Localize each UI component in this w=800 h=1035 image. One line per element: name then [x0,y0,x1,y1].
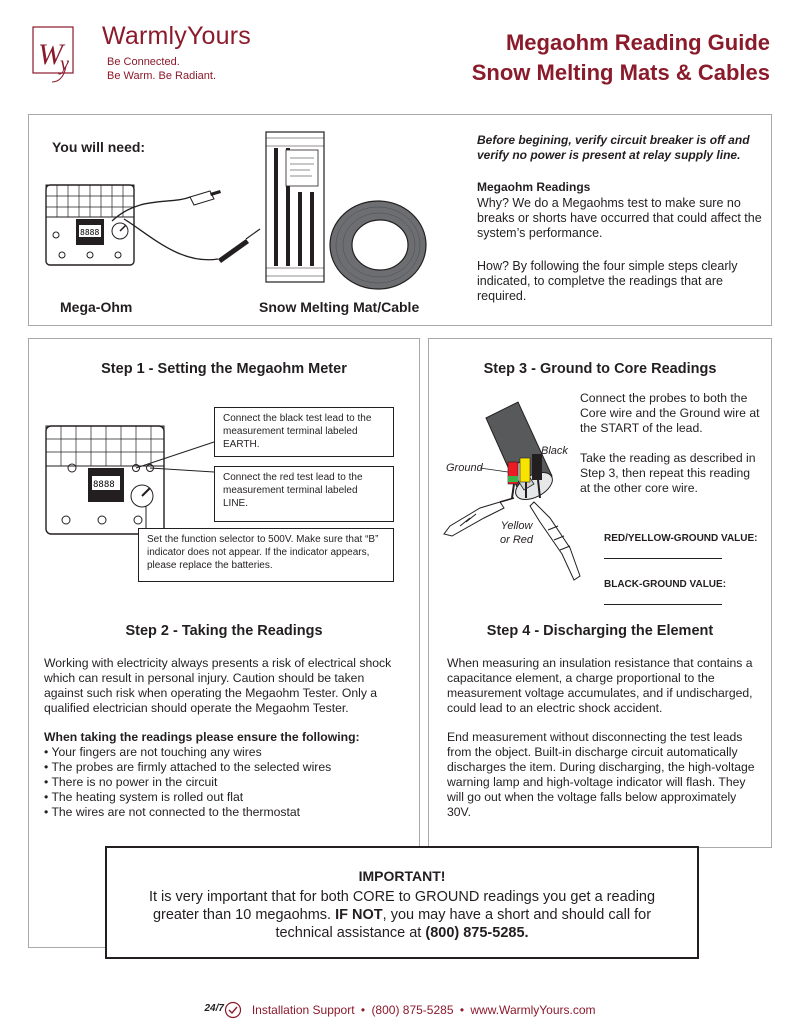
important-heading: IMPORTANT! [358,868,446,884]
step1-callout-red-lead: Connect the red test lead to the measure… [214,466,394,522]
readings-how: How? By following the four simple steps … [477,259,738,303]
brand-name: WarmlyYours [102,22,251,50]
title-line-2: Snow Melting Mats & Cables [471,60,770,85]
label-yellow-line-2: or Red [500,534,534,546]
value-black-ground: BLACK-GROUND VALUE: [604,579,727,590]
support-24-7-icon: 24/7 [204,1001,244,1021]
important-text-bold: IF NOT [335,907,383,923]
step1-callout-black-lead: Connect the black test lead to the measu… [214,407,394,457]
need-warning: Before begining, verify circuit breaker … [477,133,750,162]
list-item: The heating system is rolled out flat [44,790,406,805]
important-text-1: It is very important that for both CORE … [148,889,656,923]
step2-heading: Step 2 - Taking the Readings [125,623,323,639]
label-ground-wire: Ground [446,462,483,474]
svg-text:8888: 8888 [80,228,99,237]
svg-text:y: y [58,53,69,75]
monogram-icon: W y [32,26,74,83]
need-item-megaohm: Mega-Ohm [60,299,133,315]
footer-website-link[interactable]: www.WarmlyYours.com [470,1003,596,1018]
clock-icon [225,1001,242,1019]
tagline-2: Be Warm. Be Radiant. [107,70,217,82]
step4-heading: Step 4 - Discharging the Element [486,623,714,639]
list-item: Your fingers are not touching any wires [44,745,406,760]
footer: 24/7 Installation Support • (800) 875-52… [0,1001,800,1021]
snow-melting-mat-illustration [265,131,325,283]
cable-core-illustration [443,401,581,581]
list-item: The probes are firmly attached to the se… [44,760,406,775]
list-item: The wires are not connected to the therm… [44,805,406,820]
value-black-ground-blank[interactable] [604,604,722,605]
step1-meter-illustration: 8888 [45,425,215,535]
svg-text:W: W [38,38,66,71]
label-yellow-wire: Yellow or Red [500,519,533,547]
list-item: There is no power in the circuit [44,775,406,790]
support-badge-text: 24/7 [204,1003,224,1014]
step1-heading: Step 1 - Setting the Megaohm Meter [101,361,347,377]
important-notice: IMPORTANT! It is very important that for… [105,846,699,959]
megaohm-meter-illustration: 8888 [45,184,261,266]
cable-coil-illustration [329,200,427,290]
label-black-wire: Black [541,445,568,457]
title-line-1: Megaohm Reading Guide [505,30,770,55]
footer-separator: • [459,1003,465,1018]
important-text: It is very important that for both CORE … [137,888,667,942]
label-yellow-line-1: Yellow [500,520,533,532]
tagline-1: Be Connected. [107,56,180,68]
readings-heading: Megaohm Readings [477,180,591,194]
page-title: Megaohm Reading Guide Snow Melting Mats … [350,28,770,88]
readings-why: Why? We do a Megaohms test to make sure … [477,196,762,240]
step3-paragraph-2: Take the reading as described in Step 3,… [580,451,756,495]
step4-paragraph-1: When measuring an insulation resistance … [447,656,753,715]
step2-paragraph: Working with electricity always presents… [44,656,392,715]
need-item-mat: Snow Melting Mat/Cable [259,299,420,315]
step4-paragraph-2: End measurement without disconnecting th… [447,730,755,819]
footer-support-text: Installation Support [251,1003,355,1018]
step3-paragraph-1: Connect the probes to both the Core wire… [580,391,760,435]
brand-logo: W y WarmlyYours Be Connected. Be Warm. B… [30,22,270,83]
svg-text:8888: 8888 [93,480,115,490]
value-red-yellow-ground-blank[interactable] [604,558,722,559]
step3-heading: Step 3 - Ground to Core Readings [483,361,717,377]
step1-callout-function-selector: Set the function selector to 500V. Make … [138,528,394,582]
requirements-panel [28,114,772,326]
important-text-2: , you may have a short and should call f… [275,907,652,941]
footer-separator: • [360,1003,366,1018]
value-red-yellow-ground: RED/YELLOW-GROUND VALUE: [604,533,758,544]
step2-checklist: Your fingers are not touching any wires … [44,745,406,820]
footer-phone[interactable]: (800) 875-5285 [371,1003,454,1018]
support-phone: (800) 875-5285. [425,925,529,941]
need-heading: You will need: [52,139,146,155]
step2-list-heading: When taking the readings please ensure t… [44,730,360,744]
